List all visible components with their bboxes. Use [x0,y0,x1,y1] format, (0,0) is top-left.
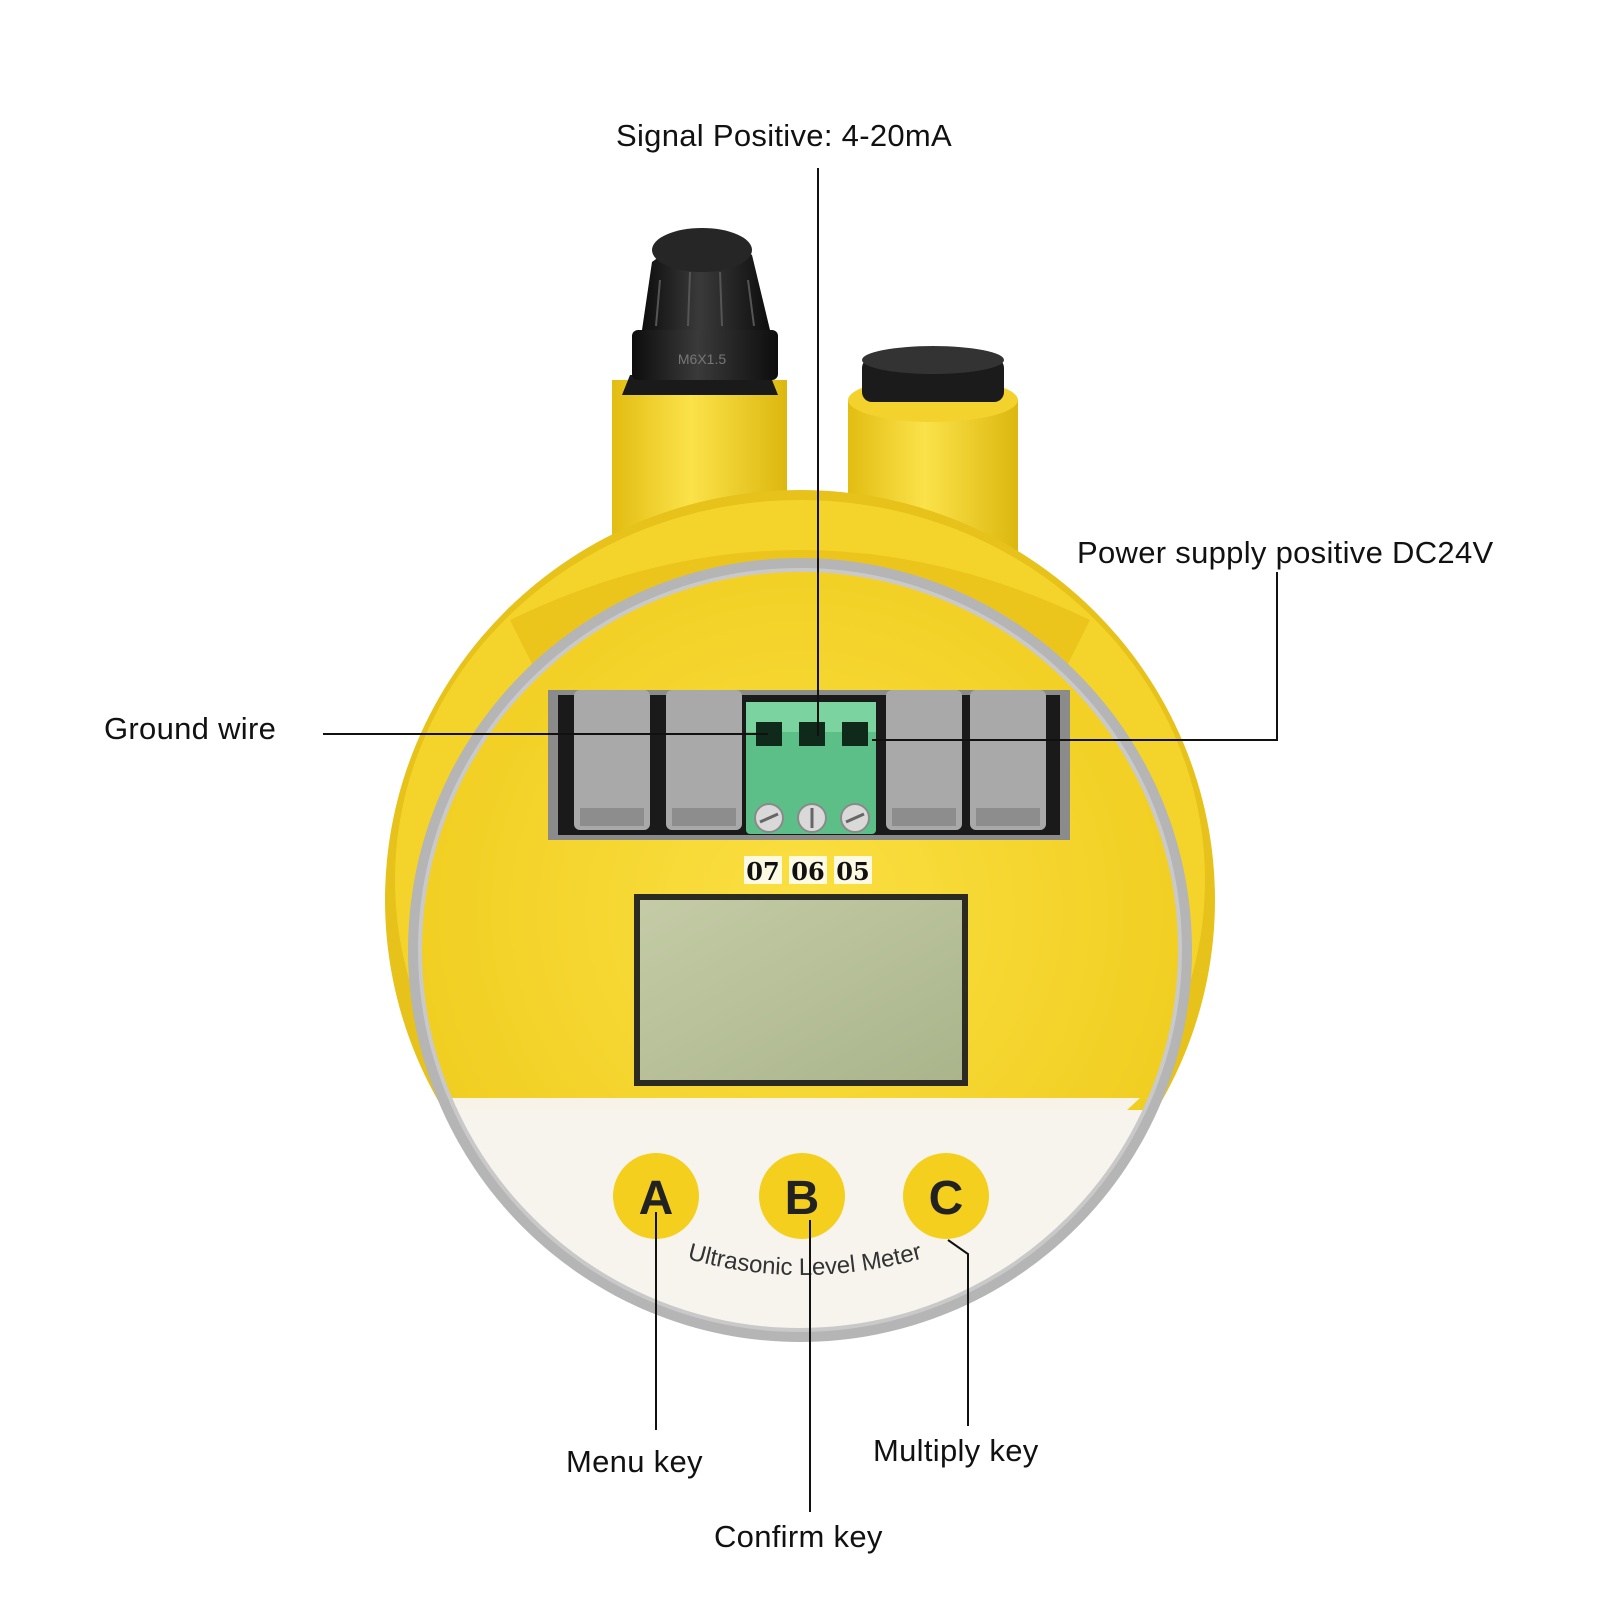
callout-power-supply: Power supply positive DC24V [1077,535,1494,570]
key-b-label: B [785,1172,820,1225]
callout-menu-key: Menu key [566,1444,703,1479]
callout-signal-positive: Signal Positive: 4-20mA [616,118,953,153]
callout-confirm-key: Confirm key [714,1519,883,1554]
key-b[interactable]: B [759,1153,845,1239]
callout-multiply-key: Multiply key [873,1433,1039,1468]
leader-multiply-key [947,1239,969,1426]
lcd-display [634,894,968,1086]
leader-power-supply [872,572,1278,741]
key-c[interactable]: C [903,1153,989,1239]
key-c-label: C [929,1172,964,1225]
terminal-number-07: 07 [746,857,779,886]
green-terminal-connector [746,702,876,834]
terminal-number-05: 05 [836,857,869,886]
callout-ground-wire: Ground wire [104,711,277,746]
terminal-number-06: 06 [791,857,824,886]
leader-lines [323,168,1278,1512]
gland-marking: M6X1.5 [678,351,726,367]
terminal-block [548,690,1070,840]
terminal-screws [754,803,870,833]
terminal-numbers: 07 06 05 [744,856,872,886]
